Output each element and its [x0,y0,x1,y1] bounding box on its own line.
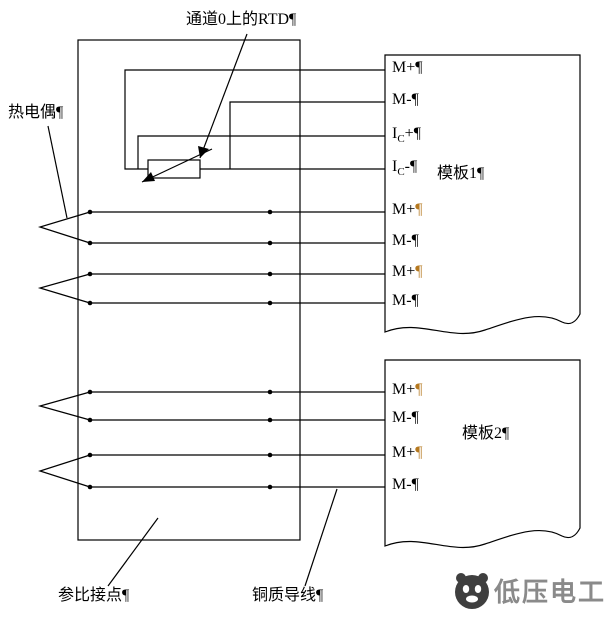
module1-terminal-3: IC+¶ [392,125,421,146]
junction-dot [87,271,93,277]
module1-terminal-5: M+¶ [392,201,423,218]
reference-junction-label: 参比接点¶ [58,587,130,604]
junction-dot [267,209,273,215]
module1-terminal-1: M+¶ [392,59,423,76]
module2-terminal-3: M+¶ [392,444,423,461]
thermocouple-junction-symbol [37,391,91,421]
wire-ic-plus [137,135,385,169]
junction-dot [267,271,273,277]
wire-m-minus-rtd [229,101,385,169]
thermocouple-junction-symbol [38,454,91,488]
junction-dot [267,300,273,306]
arrowhead-icon [198,146,209,158]
reference-junction-leader-line [107,517,159,587]
module1-box [384,54,581,335]
module2-terminal-1: M+¶ [392,381,423,398]
module2-terminal-4: M-¶ [392,476,419,493]
thermocouple-junction-symbol [37,211,91,244]
junction-dot [267,389,273,395]
junction-dot [87,417,93,423]
module1-terminal-6: M-¶ [392,232,419,249]
module1-terminal-2: M-¶ [392,91,419,108]
module1-terminal-4: IC-¶ [392,158,418,179]
junction-dot [87,209,93,215]
junction-dot [267,452,273,458]
junction-dot [267,240,273,246]
wire-m-plus-rtd [124,69,385,170]
watermark-logo [455,573,489,609]
module1-terminal-7: M+¶ [392,263,423,280]
junction-dot [87,240,93,246]
junction-dot [87,300,93,306]
arrowhead-icon [142,172,155,182]
title-leader-line [199,33,248,159]
copper-wire-leader-line [304,488,338,587]
module1-name: 模板1¶ [437,165,485,182]
thermocouple-leader-line [47,125,68,219]
module2-terminal-2: M-¶ [392,409,419,426]
copper-wire-label: 铜质导线¶ [252,587,324,604]
thermocouple-junction-symbol [37,273,91,304]
thermocouple-label: 热电偶¶ [8,104,64,121]
module2-name: 模板2¶ [462,425,510,442]
module2-box [384,359,581,549]
module1-terminal-8: M-¶ [392,292,419,309]
junction-dot [87,452,93,458]
junction-dot [267,417,273,423]
junction-dot [87,389,93,395]
watermark-text: 低压电工 [494,577,606,607]
terminal-block-rect [77,39,301,541]
junction-dot [87,484,93,490]
junction-dot [267,484,273,490]
diagram-title: 通道0上的RTD¶ [186,11,297,28]
